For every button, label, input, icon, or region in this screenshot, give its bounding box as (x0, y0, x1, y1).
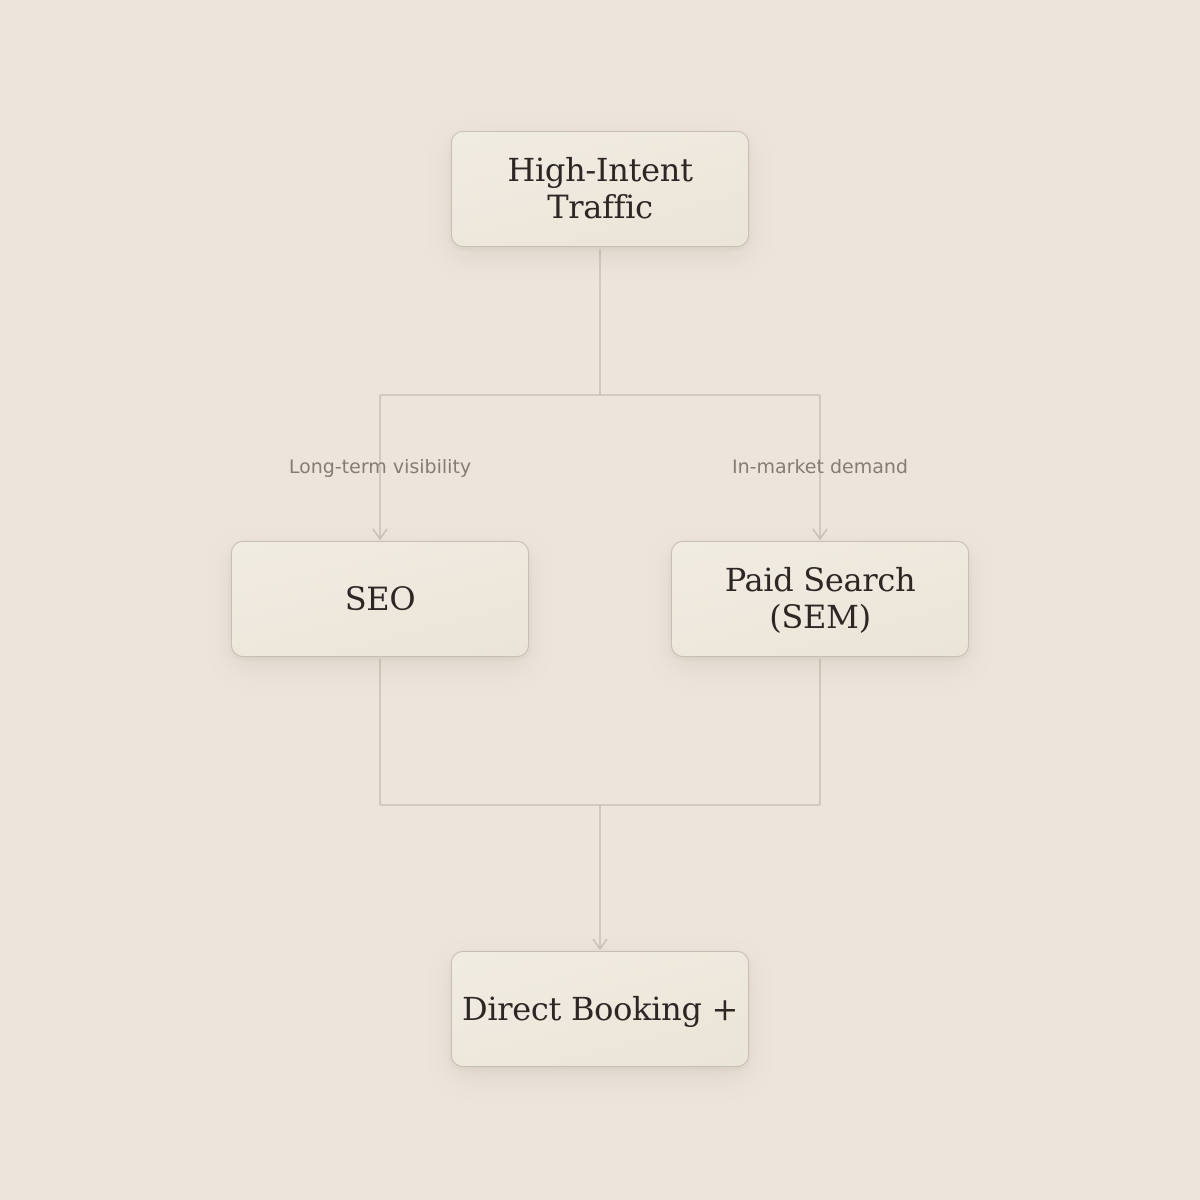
node-paid-search-label: Paid Search (SEM) (724, 561, 916, 636)
node-direct-booking: Direct Booking + (451, 951, 749, 1067)
edge-label-long-term-visibility: Long-term visibility (288, 456, 472, 478)
arrowhead-sem (812, 528, 828, 541)
node-paid-search: Paid Search (SEM) (671, 541, 969, 657)
arrowhead-seo (372, 528, 388, 541)
node-high-intent-traffic-label: High-Intent Traffic (507, 151, 693, 226)
arrowhead-bottom (592, 938, 608, 951)
edge-label-in-market-demand: In-market demand (732, 456, 908, 478)
node-seo-label: SEO (344, 579, 416, 618)
node-seo: SEO (231, 541, 529, 657)
node-direct-booking-label: Direct Booking + (461, 989, 739, 1028)
node-high-intent-traffic: High-Intent Traffic (451, 131, 749, 247)
